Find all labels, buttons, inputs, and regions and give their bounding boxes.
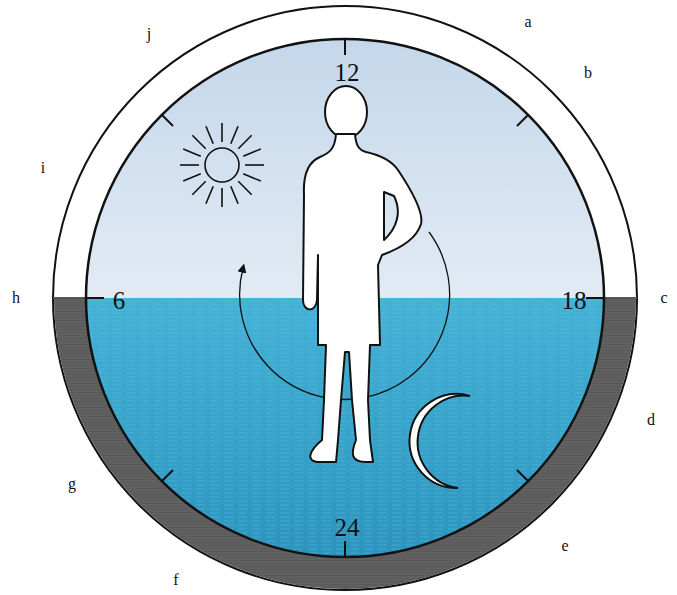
sun-ray bbox=[180, 164, 199, 166]
sun-ray bbox=[245, 164, 264, 166]
position-letter: c bbox=[660, 290, 667, 306]
sun-ray bbox=[192, 135, 205, 148]
position-letter: f bbox=[173, 572, 178, 588]
hour-number: 24 bbox=[335, 515, 360, 540]
sun-ray bbox=[183, 149, 201, 156]
position-letter: i bbox=[41, 160, 45, 176]
sun-ray bbox=[238, 135, 251, 148]
sun-ray bbox=[243, 149, 261, 156]
hour-ticks bbox=[86, 39, 604, 557]
inner-face bbox=[80, 30, 610, 570]
sun-ray bbox=[206, 126, 213, 144]
inner-circle bbox=[86, 39, 604, 557]
moon-symbol bbox=[410, 394, 470, 488]
sun-ray bbox=[206, 186, 213, 204]
sun-symbol bbox=[180, 123, 264, 207]
sun-ray bbox=[231, 126, 238, 144]
night-ring bbox=[54, 298, 636, 589]
sun-ray bbox=[221, 123, 223, 142]
hour-number: 6 bbox=[113, 288, 126, 313]
sun-ray bbox=[231, 186, 238, 204]
position-letter: h bbox=[12, 290, 20, 306]
sun-ray bbox=[221, 188, 223, 207]
sun-ray bbox=[243, 174, 261, 181]
position-letter: d bbox=[647, 412, 655, 428]
position-letter: g bbox=[68, 476, 76, 492]
outer-ring bbox=[53, 6, 637, 590]
position-letter: b bbox=[584, 65, 592, 81]
hour-number: 12 bbox=[335, 60, 360, 85]
sun-ray bbox=[183, 174, 201, 181]
position-letter: j bbox=[147, 26, 151, 42]
position-letter: e bbox=[561, 538, 568, 554]
sun-ray bbox=[238, 181, 251, 194]
position-letter: a bbox=[524, 14, 531, 30]
hour-number: 18 bbox=[562, 288, 587, 313]
sun-ray bbox=[192, 181, 205, 194]
person-silhouette bbox=[303, 86, 421, 462]
